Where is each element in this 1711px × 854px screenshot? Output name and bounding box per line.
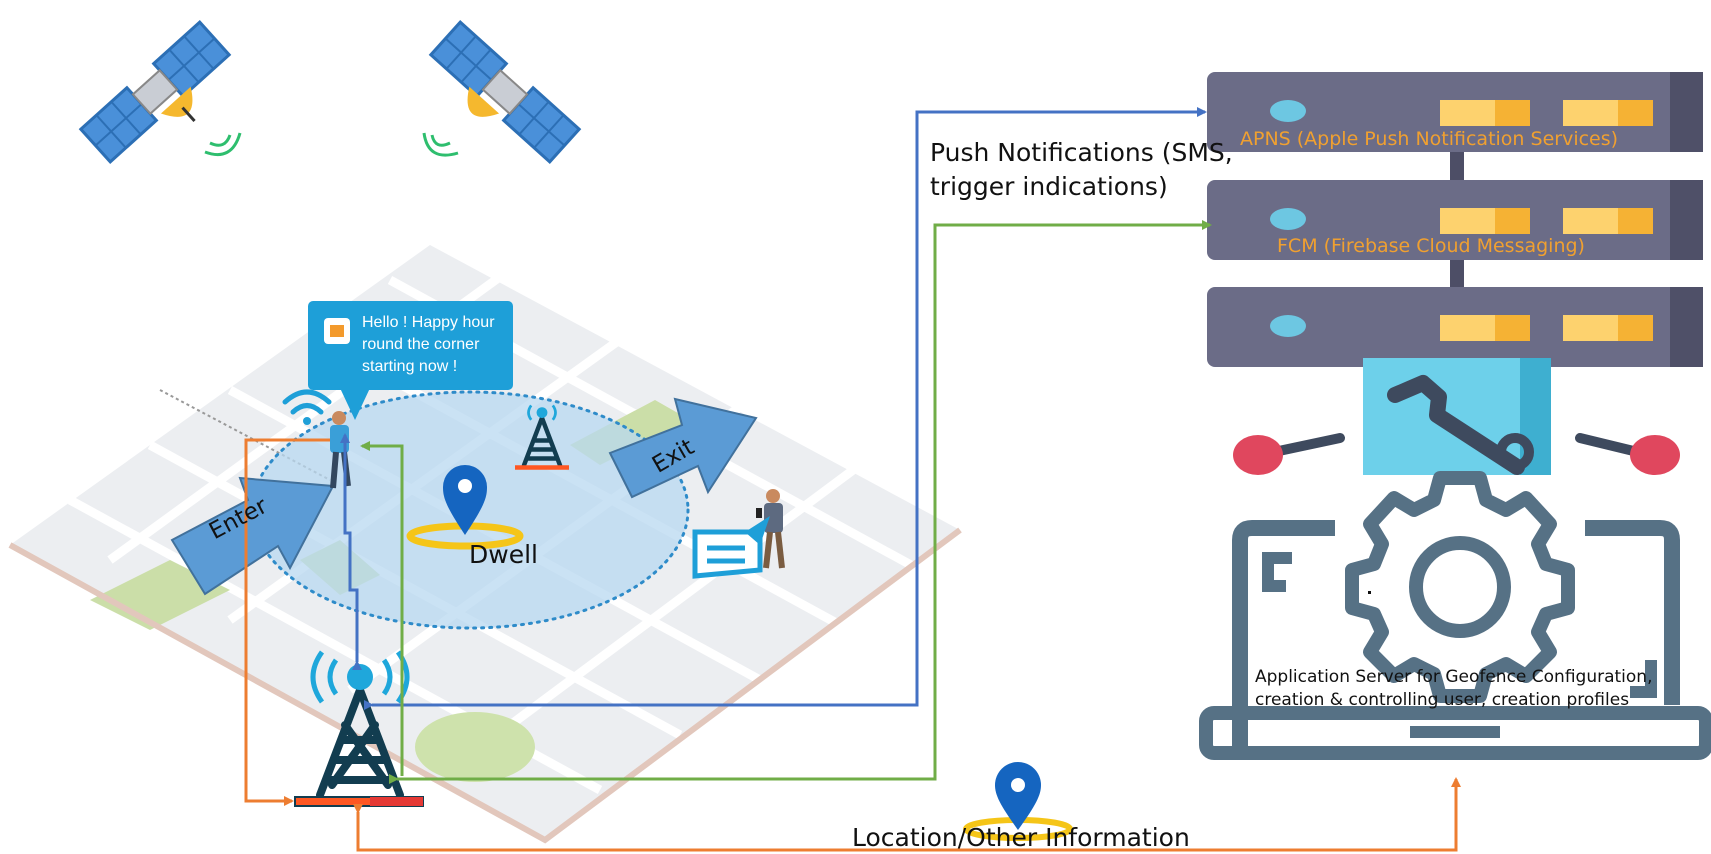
- server-icon: [1207, 287, 1703, 367]
- user-to-tower-green-arrow: [360, 441, 404, 776]
- user-to-tower-orange-arrow: [244, 438, 330, 806]
- server-stack: [1207, 72, 1703, 390]
- push-notifications-label: Push Notifications (SMS, trigger indicat…: [930, 138, 1233, 201]
- apns-label: APNS (Apple Push Notification Services): [1240, 128, 1619, 150]
- wrench-icon: [1233, 358, 1680, 475]
- tower-to-user-arrow: [340, 433, 362, 670]
- laptop-icon: [1199, 520, 1711, 760]
- signal-waves: [204, 132, 242, 157]
- location-arrow: [353, 777, 1461, 852]
- satellite-icon: [428, 20, 582, 164]
- satellite-icon: [78, 20, 232, 164]
- fcm-label: FCM (Firebase Cloud Messaging): [1277, 235, 1585, 257]
- app-server-label: Application Server for Geofence Configur…: [1255, 667, 1653, 710]
- signal-waves: [422, 132, 459, 157]
- wifi-icon: [282, 389, 332, 425]
- dwell-label: Dwell: [469, 540, 538, 569]
- gear-icon: [1345, 471, 1575, 703]
- server-icon: [1207, 180, 1703, 260]
- orange-connectors: [244, 438, 1461, 852]
- server-icon: [1207, 72, 1703, 152]
- location-info-label: Location/Other Information: [852, 823, 1190, 852]
- bubble-message: Hello ! Happy hour round the corner star…: [362, 314, 495, 375]
